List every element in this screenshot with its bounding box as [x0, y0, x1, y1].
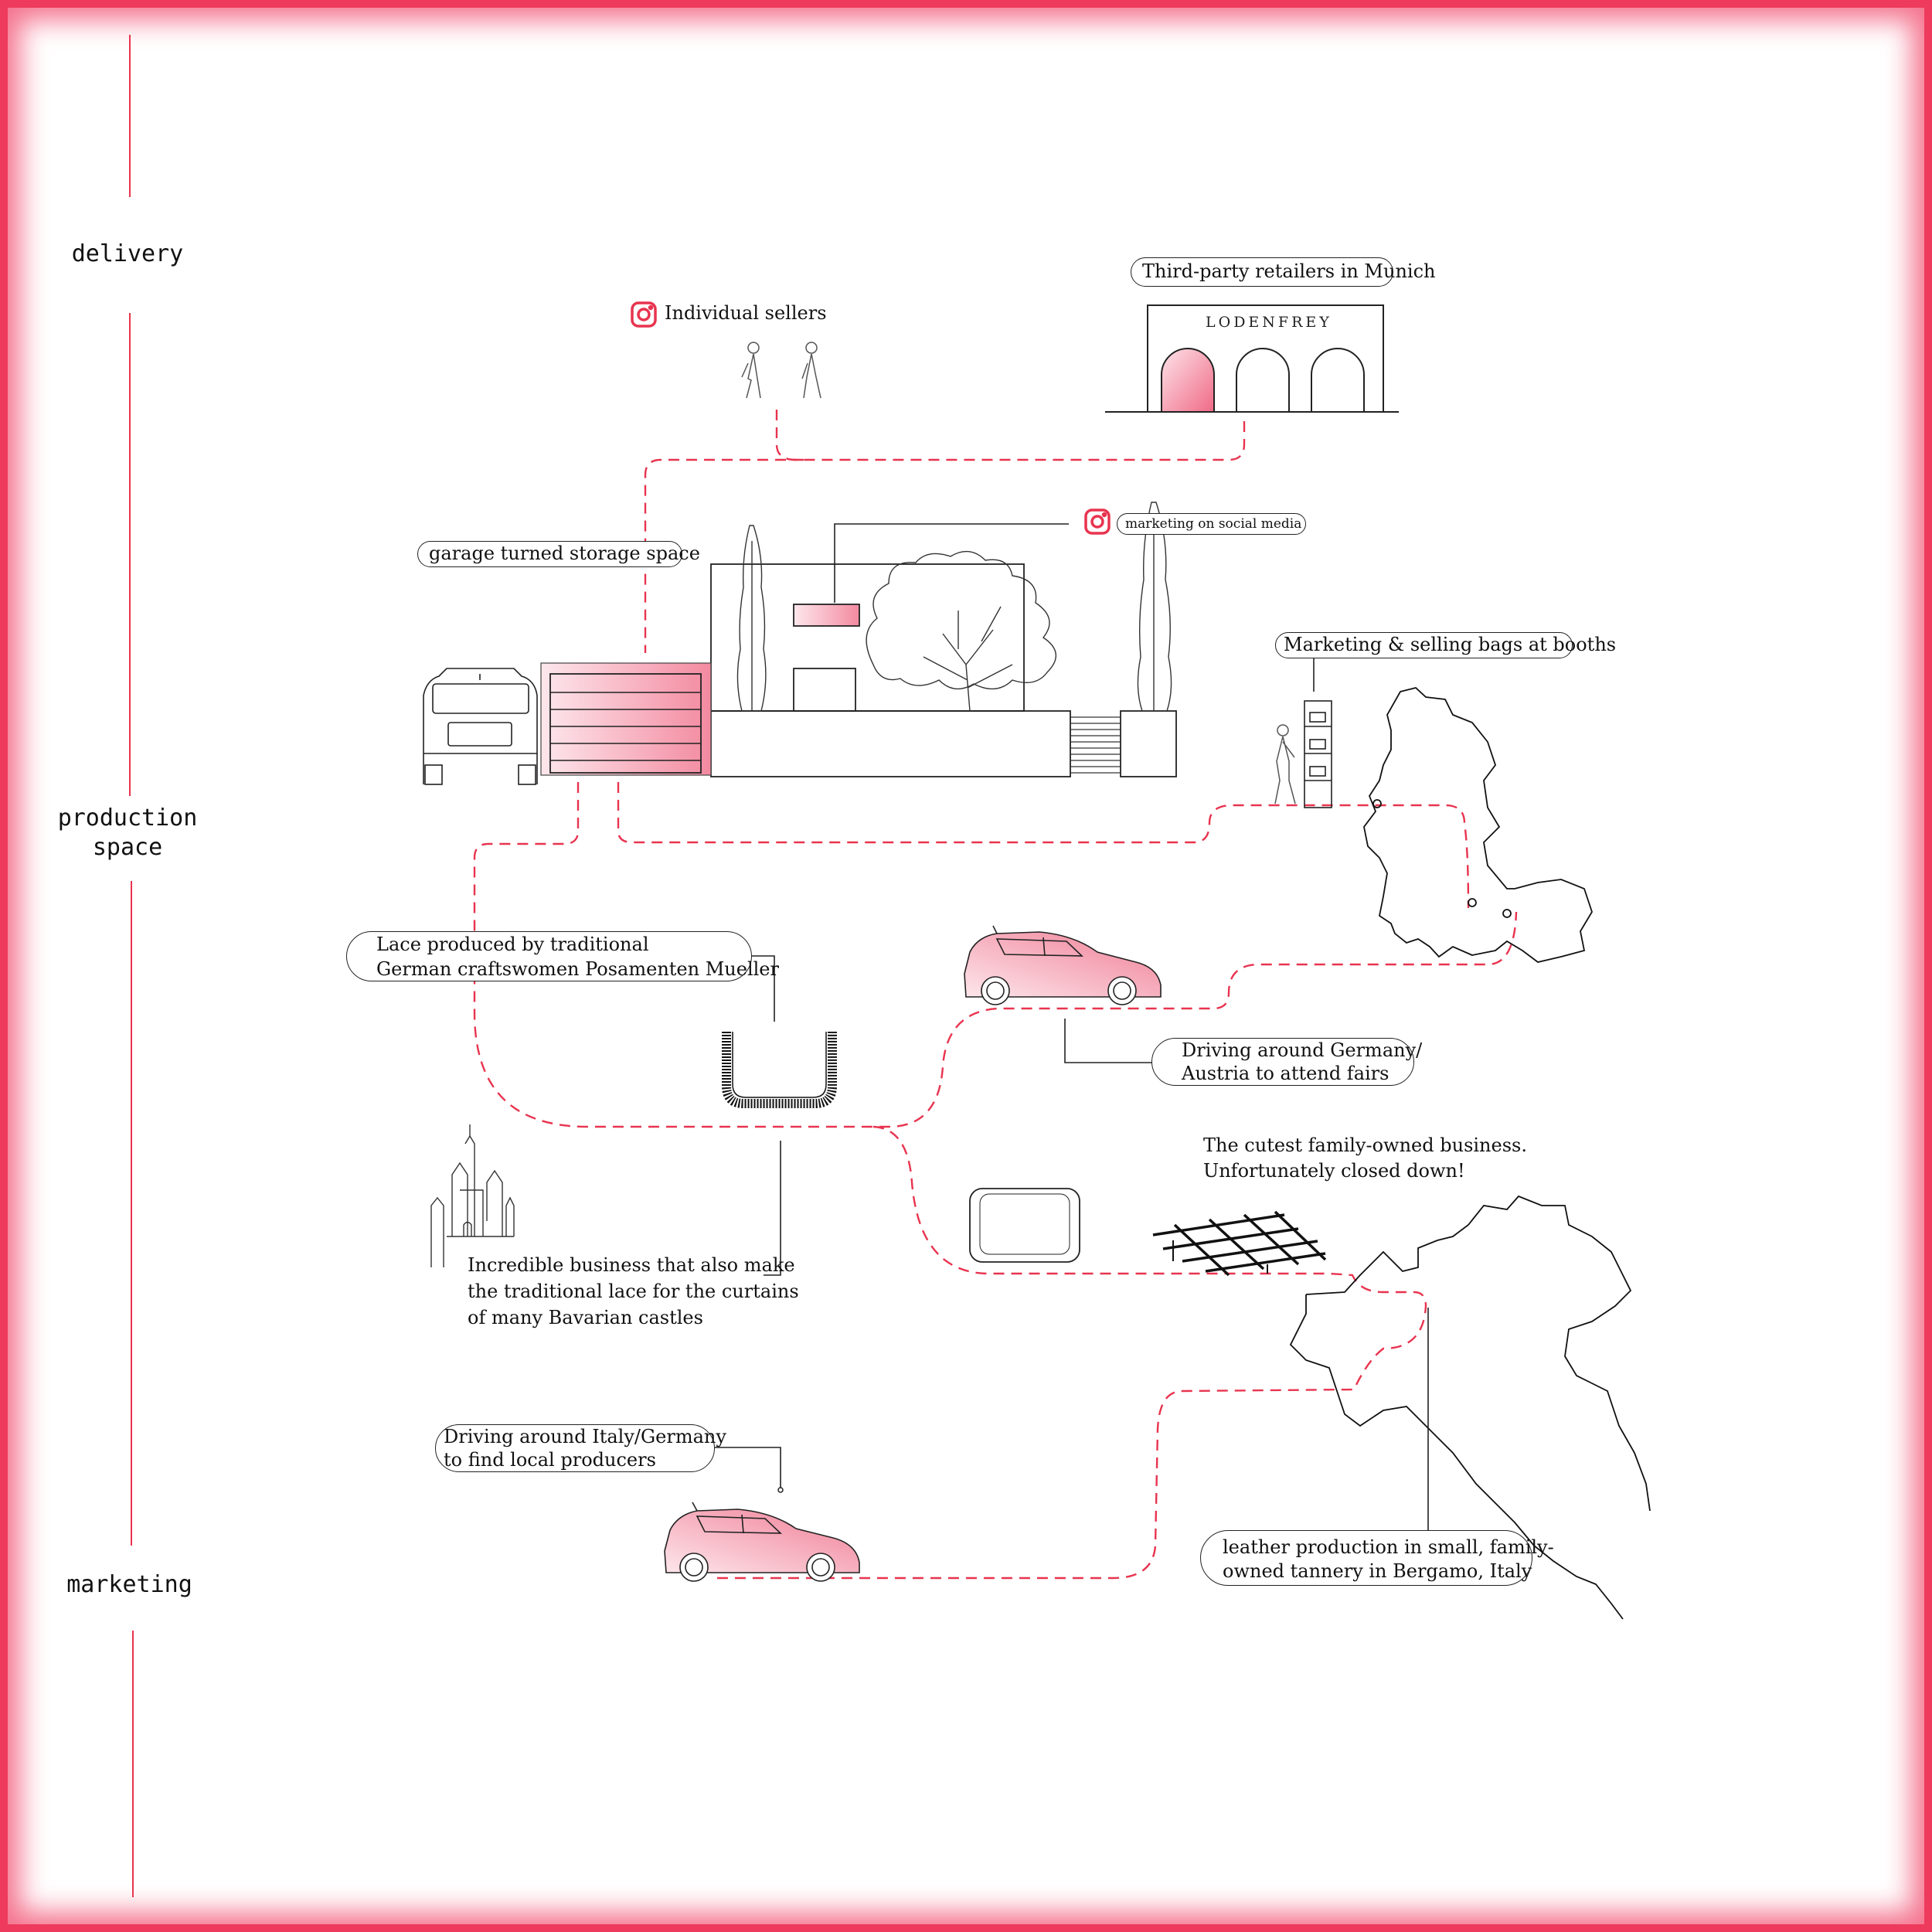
label-cutest-line1: The cutest family-owned business. — [1203, 1134, 1527, 1156]
connector-line — [834, 523, 1069, 603]
pill-garage: garage turned storage space — [417, 541, 700, 567]
connector-line — [715, 1447, 781, 1488]
route-dashed-path — [473, 410, 1518, 1580]
label-incredible-line3: of many Bavarian castles — [468, 1307, 703, 1328]
label-lace-line2: German craftswomen Posamenten Mueller — [376, 958, 779, 980]
bag-outline-icon — [979, 1193, 1070, 1255]
pill-driving-italy: Driving around Italy/Germany to find loc… — [435, 1424, 726, 1472]
car-icon — [664, 1502, 860, 1582]
connector-dot — [777, 1487, 784, 1493]
label-lodenfrey: LODENFREY — [1206, 314, 1332, 331]
tree-icon — [866, 550, 1056, 712]
pill-booths: Marketing & selling bags at booths — [1275, 632, 1617, 658]
sidebar-rule — [129, 35, 134, 1897]
label-third-party: Third-party retailers in Munich — [1142, 260, 1436, 282]
house-illustration — [710, 563, 1177, 777]
label-lace-line1: Lace produced by traditional — [376, 934, 649, 955]
connector-line — [1064, 1019, 1153, 1063]
pill-leather: leather production in small, family- own… — [1200, 1530, 1554, 1586]
label-driving-germany-line1: Driving around Germany/ — [1182, 1039, 1423, 1061]
label-driving-italy-line2: to find local producers — [444, 1449, 656, 1471]
booth-shelf — [1304, 700, 1332, 808]
pedestrian-icon — [741, 342, 761, 399]
connector-line — [764, 1141, 781, 1276]
label-driving-germany-line2: Austria to attend fairs — [1182, 1063, 1389, 1084]
label-social-media: marketing on social media — [1125, 516, 1302, 532]
label-cutest-line2: Unfortunately closed down! — [1203, 1160, 1465, 1182]
pedestrian-icon — [801, 342, 821, 399]
bag-outline-icon — [969, 1188, 1080, 1263]
pill-third-party: Third-party retailers in Munich — [1131, 257, 1436, 287]
map-icon — [1363, 687, 1593, 963]
lace-bag-icon — [722, 1032, 837, 1108]
lodenfrey-storefront — [1105, 304, 1399, 413]
castle-icon — [430, 1124, 515, 1267]
label-leather-line1: leather production in small, family- — [1223, 1536, 1554, 1558]
tree-icon — [1137, 502, 1172, 712]
pill-social-media: marketing on social media — [1117, 513, 1306, 535]
car-icon — [423, 668, 538, 785]
label-booths: Marketing & selling bags at booths — [1284, 634, 1617, 655]
map-icon — [1289, 1195, 1651, 1620]
loom-icon — [1152, 1210, 1327, 1277]
tree-icon — [736, 525, 767, 712]
label-incredible-line2: the traditional lace for the curtains — [468, 1281, 799, 1302]
instagram-icon — [631, 301, 657, 328]
car-icon — [964, 925, 1162, 1005]
stage-label-marketing: marketing — [66, 1571, 192, 1598]
label-incredible-line1: Incredible business that also make — [468, 1254, 795, 1276]
stage-label-delivery: delivery — [71, 240, 184, 267]
label-garage: garage turned storage space — [429, 543, 700, 564]
pill-lace: Lace produced by traditional German craf… — [346, 931, 779, 981]
pedestrian-icon — [1274, 724, 1296, 804]
label-individual-sellers: Individual sellers — [665, 302, 827, 324]
label-leather-line2: owned tannery in Bergamo, Italy — [1223, 1560, 1532, 1582]
pill-driving-germany: Driving around Germany/ Austria to atten… — [1151, 1038, 1423, 1086]
garage-door — [540, 662, 712, 776]
label-driving-italy-line1: Driving around Italy/Germany — [444, 1426, 726, 1447]
instagram-icon — [1084, 509, 1111, 535]
